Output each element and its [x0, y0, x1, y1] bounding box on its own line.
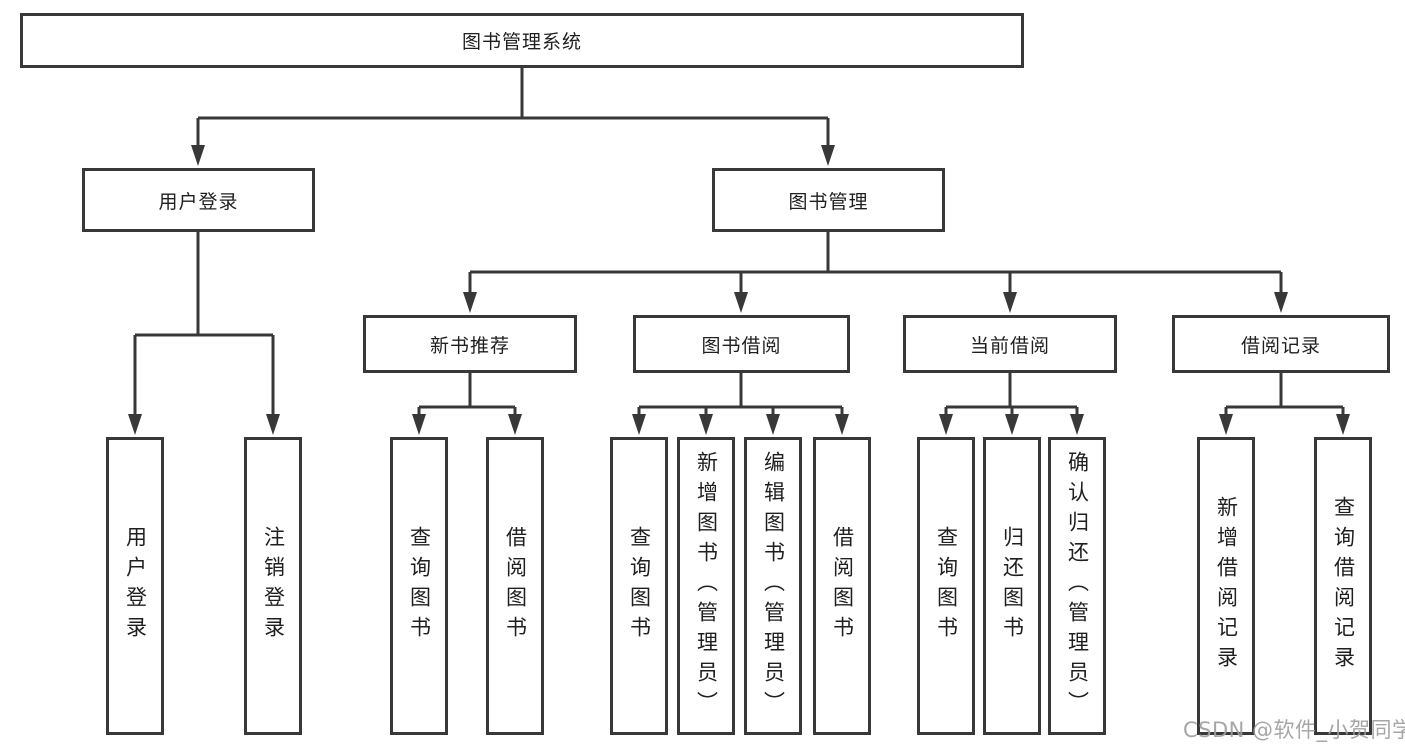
- arrowhead: [632, 414, 646, 435]
- leaf-label: 确认归还（管理员）: [1065, 451, 1090, 721]
- leaf-confirm-return-admin: 确认归还（管理员）: [1048, 437, 1106, 735]
- csdn-watermark: CSDN @软件_小贺同学: [1183, 718, 1405, 742]
- arrowhead: [821, 145, 835, 166]
- leaf-label: 借阅图书: [830, 526, 855, 646]
- leaf-label: 编辑图书（管理员）: [761, 451, 786, 721]
- node-borrowing-records: 借阅记录: [1172, 315, 1390, 373]
- leaf-label: 用户登录: [123, 526, 148, 646]
- node-label: 图书管理: [788, 190, 869, 213]
- leaf-borrow-books-recommend: 借阅图书: [486, 437, 544, 735]
- arrowhead: [508, 414, 522, 435]
- leaf-label: 借阅图书: [503, 526, 528, 646]
- arrowhead: [1219, 414, 1233, 435]
- arrowhead: [1070, 414, 1084, 435]
- node-root-library-system: 图书管理系统: [20, 13, 1024, 68]
- arrowhead: [1003, 292, 1017, 313]
- node-book-borrowing: 图书借阅: [633, 315, 850, 373]
- leaf-label: 查询图书: [627, 526, 652, 646]
- leaf-query-books-borrowing: 查询图书: [610, 437, 668, 735]
- arrowhead: [463, 292, 477, 313]
- leaf-label: 注销登录: [261, 526, 286, 646]
- arrowhead: [699, 414, 713, 435]
- leaf-label: 新增图书（管理员）: [694, 451, 719, 721]
- arrowhead: [128, 414, 142, 435]
- arrowhead: [835, 414, 849, 435]
- leaf-user-login: 用户登录: [106, 437, 164, 735]
- node-new-book-recommend: 新书推荐: [363, 315, 577, 373]
- leaf-label: 查询借阅记录: [1331, 496, 1356, 676]
- leaf-borrow-books: 借阅图书: [813, 437, 871, 735]
- leaf-label: 归还图书: [1000, 526, 1025, 646]
- arrowhead: [734, 292, 748, 313]
- node-user-login: 用户登录: [82, 168, 315, 232]
- leaf-edit-books-admin: 编辑图书（管理员）: [744, 437, 802, 735]
- node-label: 新书推荐: [429, 334, 510, 357]
- arrowhead: [191, 145, 205, 166]
- node-book-management: 图书管理: [712, 168, 945, 232]
- arrowhead: [412, 414, 426, 435]
- leaf-add-borrow-record: 新增借阅记录: [1197, 437, 1255, 735]
- node-label: 借阅记录: [1240, 334, 1321, 357]
- leaf-query-borrow-record: 查询借阅记录: [1314, 437, 1372, 735]
- node-label: 用户登录: [158, 190, 239, 213]
- node-label: 图书管理系统: [461, 31, 582, 53]
- arrowhead: [1005, 414, 1019, 435]
- arrowhead: [1274, 292, 1288, 313]
- leaf-label: 新增借阅记录: [1214, 496, 1239, 676]
- leaf-return-books: 归还图书: [983, 437, 1041, 735]
- arrowhead: [266, 414, 280, 435]
- arrowhead: [939, 414, 953, 435]
- leaf-add-books-admin: 新增图书（管理员）: [677, 437, 735, 735]
- node-label: 图书借阅: [701, 334, 782, 357]
- arrowhead: [1336, 414, 1350, 435]
- node-label: 当前借阅: [969, 334, 1050, 357]
- node-current-borrowing: 当前借阅: [903, 315, 1117, 373]
- leaf-label: 查询图书: [407, 526, 432, 646]
- arrowhead: [766, 414, 780, 435]
- leaf-query-books-current: 查询图书: [917, 437, 975, 735]
- leaf-logout: 注销登录: [244, 437, 302, 735]
- leaf-label: 查询图书: [934, 526, 959, 646]
- leaf-query-books-recommend: 查询图书: [390, 437, 448, 735]
